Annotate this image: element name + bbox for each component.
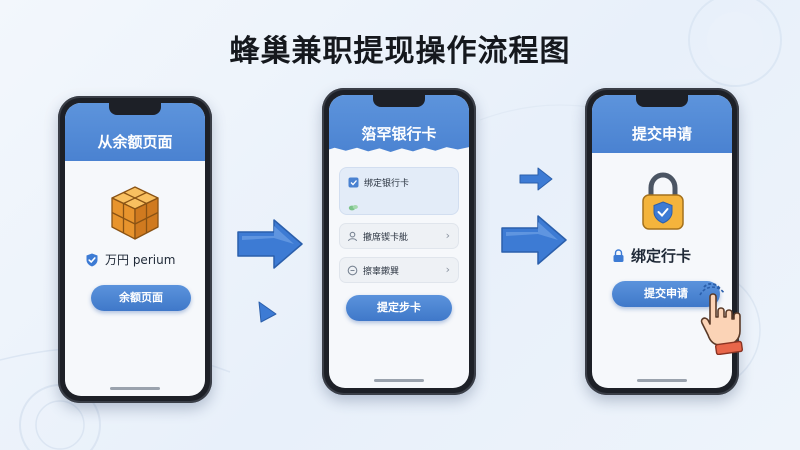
step-3-header: 提交申请	[592, 95, 732, 153]
step-1-header: 从余额页面	[65, 103, 205, 161]
list-item-message[interactable]: 擦辜鏉巽 ›	[339, 257, 459, 283]
chevron-right-icon: ›	[445, 229, 450, 242]
lock-small-icon	[613, 248, 624, 262]
page-title: 蜂巢兼职提现操作流程图	[229, 34, 571, 69]
bank-card-label: 绑定银行卡	[364, 179, 410, 189]
phone-screen: 箈罕银行卡 绑定银行卡 撤席锲卡舭 ›	[329, 95, 469, 388]
phone-notch	[636, 95, 688, 107]
arrow-right-icon	[237, 219, 303, 269]
pointing-hand-icon	[699, 283, 744, 355]
verified-check-icon	[86, 253, 98, 266]
bank-card-icon	[348, 177, 359, 188]
cube-icon	[111, 186, 159, 240]
user-icon	[347, 231, 358, 241]
home-indicator	[374, 379, 424, 382]
chevron-right-icon: ›	[445, 263, 450, 276]
phone-screen: 提交申请 绑定行卡 提交申请	[592, 95, 732, 388]
home-indicator	[110, 387, 160, 390]
balance-page-button[interactable]: 余额页面	[91, 285, 191, 311]
premium-status-text: 万円 perium	[105, 253, 176, 267]
chat-icon	[347, 265, 358, 275]
list-item-label: 擦辜鏉巽	[363, 266, 400, 277]
arrow-right-small-icon	[519, 167, 553, 191]
list-item-account[interactable]: 撤席锲卡舭 ›	[339, 223, 459, 249]
bind-card-button[interactable]: 提定步卡	[346, 295, 452, 321]
phone-notch	[109, 103, 161, 115]
submit-application-button[interactable]: 提交申请	[612, 281, 720, 307]
arrow-right-icon	[501, 215, 567, 265]
phone-step-3: 提交申请 绑定行卡 提交申请	[585, 88, 739, 395]
phone-step-2: 箈罕银行卡 绑定银行卡 撤席锲卡舭 ›	[322, 88, 476, 395]
leaf-icon	[348, 205, 358, 211]
phone-screen: 从余额页面 万円 perium 余额页面	[65, 103, 205, 396]
triangle-pointer-icon	[258, 301, 277, 323]
phone-step-1: 从余额页面 万円 perium 余额页面	[58, 96, 212, 403]
premium-status-row: 万円 perium	[85, 251, 175, 268]
padlock-icon	[642, 172, 684, 230]
home-indicator	[637, 379, 687, 382]
bind-card-row: 绑定行卡	[612, 245, 691, 266]
bind-card-label: 绑定行卡	[631, 247, 692, 265]
list-item-label: 撤席锲卡舭	[363, 232, 409, 243]
bank-card-tile[interactable]: 绑定银行卡	[339, 167, 459, 215]
phone-notch	[373, 95, 425, 107]
